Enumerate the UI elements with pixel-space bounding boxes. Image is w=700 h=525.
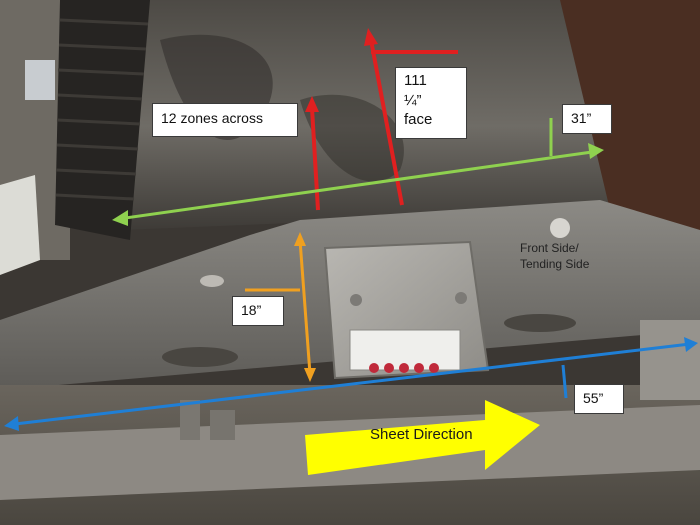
height-18-text: 18”	[241, 302, 262, 318]
pipe-fitting	[180, 400, 200, 440]
face-dimension-line1: 111	[404, 72, 427, 89]
red-face-arrow-left	[305, 96, 320, 211]
orange-height-marker	[245, 232, 316, 382]
white-container	[0, 175, 40, 275]
duct-ribs	[55, 18, 149, 201]
sheet-direction-arrow	[305, 400, 540, 475]
front-side-line2: Tending Side	[520, 256, 590, 271]
slot-cutout	[162, 347, 238, 367]
plate-hole	[550, 218, 570, 238]
face-dimension-line3: face	[404, 111, 433, 128]
width-31-text: 31”	[571, 110, 592, 126]
sheet-direction-label: Sheet Direction	[370, 426, 473, 443]
width-31-label: 31”	[562, 104, 612, 134]
front-side-line1: Front Side/	[520, 241, 579, 255]
box-screw	[350, 294, 362, 306]
zones-across-label: 12 zones across	[152, 103, 298, 137]
terminal-contacts	[369, 363, 439, 373]
slot-cutout	[504, 314, 576, 332]
plate-hole	[200, 275, 224, 287]
green-width-arrow	[112, 118, 604, 226]
pipe-fitting	[210, 410, 235, 440]
plastic-cup	[25, 60, 55, 100]
box-screw	[455, 292, 467, 304]
face-dimension-label: 111 ¼” face	[395, 67, 467, 139]
height-18-label: 18”	[232, 296, 284, 326]
right-bracket	[640, 320, 700, 400]
face-dimension-line2: ¼”	[404, 91, 422, 109]
zones-across-text: 12 zones across	[161, 110, 263, 126]
flex-duct	[55, 0, 150, 240]
front-side-label: Front Side/ Tending Side	[520, 241, 630, 272]
length-55-label: 55”	[574, 384, 624, 414]
blue-length-arrow	[4, 337, 698, 431]
red-face-arrow-right	[364, 28, 458, 206]
soot-patch	[300, 94, 404, 182]
length-55-text: 55”	[583, 390, 604, 406]
